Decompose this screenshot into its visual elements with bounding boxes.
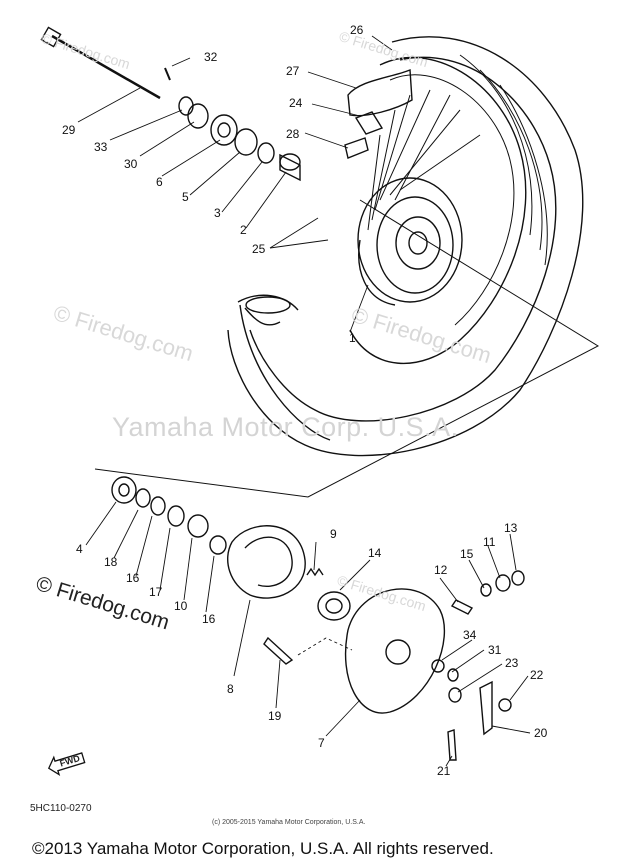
part-number: 16: [202, 612, 216, 626]
part-number: 13: [504, 521, 518, 535]
part-number: 15: [460, 547, 474, 561]
part-number: 33: [94, 140, 108, 154]
part-number: 5: [182, 190, 189, 204]
part-number: 3: [214, 206, 221, 220]
part-number: 11: [483, 535, 496, 549]
part-number: 22: [530, 668, 544, 682]
part-number: 4: [76, 542, 83, 556]
part-number: 21: [437, 764, 451, 778]
axle: [51, 34, 161, 100]
part-number: 24: [289, 96, 303, 110]
part-number: 9: [330, 527, 337, 541]
arrow-icon: [47, 752, 86, 776]
part-number: 6: [156, 175, 163, 189]
brake-shoe: [227, 525, 306, 599]
small-copyright: (c) 2005-2015 Yamaha Motor Corporation, …: [212, 819, 366, 826]
part-number: 26: [350, 23, 364, 37]
part-number: 30: [124, 157, 138, 171]
part-number: 17: [149, 585, 163, 599]
part-number: 20: [534, 726, 548, 740]
part-number: 27: [286, 64, 300, 78]
drawing-code: 5HC110-0270: [30, 803, 92, 814]
rim-outline: [349, 56, 527, 365]
part-number: 2: [240, 223, 247, 237]
part-number: 7: [318, 736, 325, 750]
part-number: 19: [268, 709, 282, 723]
part-number: 29: [62, 123, 76, 137]
forward-arrow: FWD: [44, 747, 89, 780]
part-number: 1: [349, 331, 356, 345]
tire-inner-curve: [249, 56, 557, 422]
part-number: 31: [488, 643, 502, 657]
hub-center: [395, 216, 441, 270]
part-number: 8: [227, 682, 234, 696]
part-number: 25: [252, 242, 266, 256]
part-number: 16: [126, 571, 140, 585]
part-number: 32: [204, 50, 218, 64]
part-number: 28: [286, 127, 300, 141]
part-number: 14: [368, 546, 382, 560]
part-number: 12: [434, 563, 448, 577]
assembly-boundary: [94, 199, 600, 498]
part-number: 34: [463, 628, 477, 642]
hub-outer: [357, 177, 463, 303]
part-number: 10: [174, 599, 188, 613]
part-number: 23: [505, 656, 519, 670]
footer-copyright: ©2013 Yamaha Motor Corporation, U.S.A. A…: [32, 839, 494, 858]
brake-panel: [344, 588, 445, 714]
part-number: 18: [104, 555, 118, 569]
watermark-yamaha: Yamaha Motor Corp. U.S.A.: [112, 412, 459, 442]
tire-outline: [227, 36, 584, 457]
